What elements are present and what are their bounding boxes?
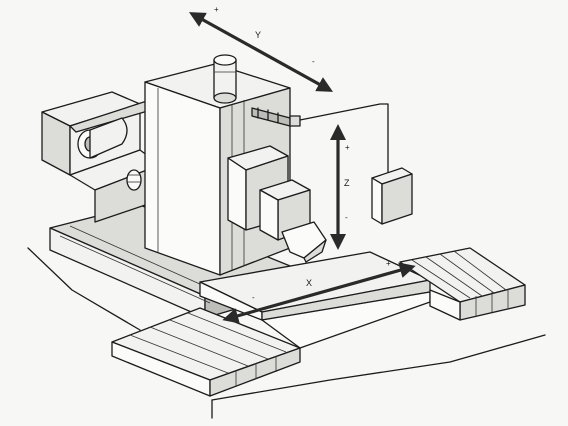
z-axis-minus-sign: - (345, 213, 348, 222)
motor-bracket (69, 149, 161, 223)
y-axis-plus-sign: + (214, 5, 219, 14)
z-axis-label: Z (344, 178, 350, 188)
column-top-cylinder-icon (213, 54, 237, 104)
x-axis-plus-sign: + (386, 259, 391, 268)
sensor-cable (299, 103, 389, 173)
motor-cylinder-icon (77, 117, 128, 159)
control-box (371, 167, 413, 225)
y-axis-label: Y (255, 30, 261, 40)
x-axis-minus-sign: - (252, 293, 255, 302)
y-axis-arrow: Y + - (189, 5, 333, 92)
position-sensor (251, 107, 301, 127)
right-bed (399, 247, 526, 321)
spindle-tool-icon (281, 221, 327, 263)
spindle-head (227, 145, 311, 241)
z-axis-plus-sign: + (345, 143, 350, 152)
x-axis-arrow: X + - (222, 259, 416, 324)
floor-outline (27, 247, 546, 419)
x-axis-label: X (306, 278, 312, 288)
front-saddle (111, 307, 301, 397)
z-axis-arrow: Z + - (330, 124, 350, 250)
y-axis-minus-sign: - (312, 57, 315, 66)
